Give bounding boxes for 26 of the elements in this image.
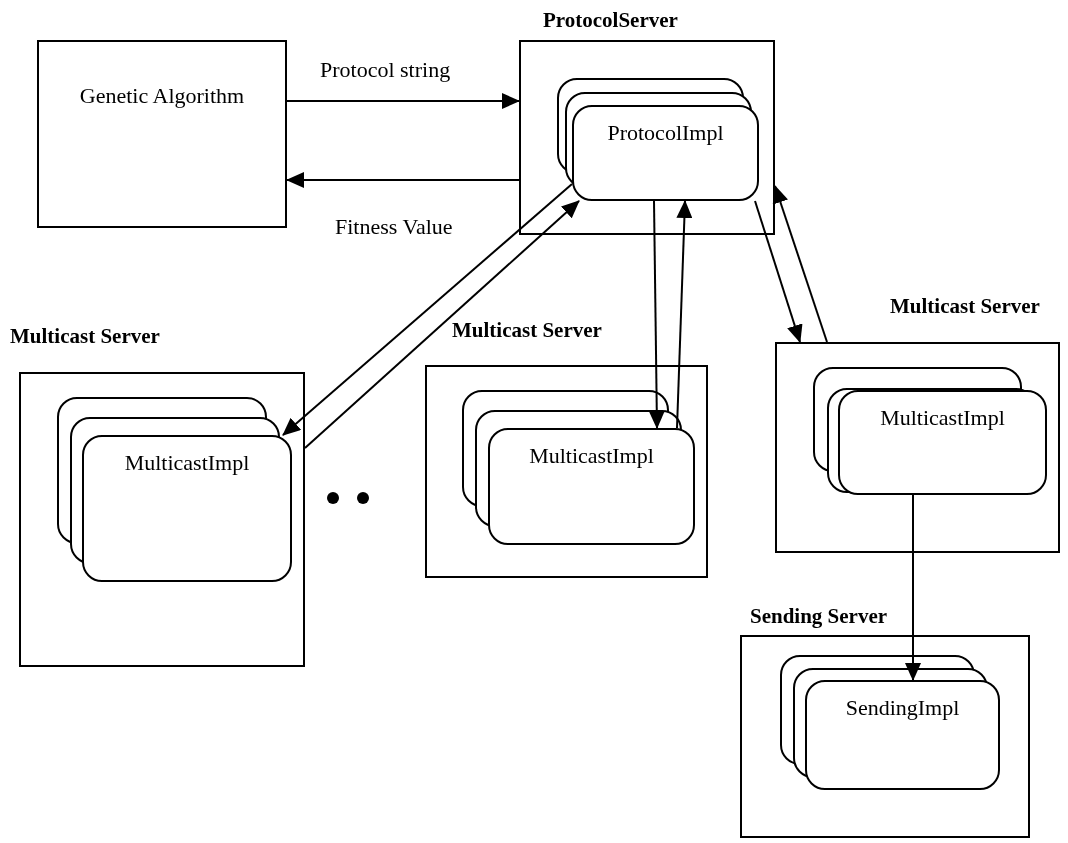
card-label: MulticastImpl (529, 442, 654, 470)
server-title: ProtocolServer (543, 10, 678, 31)
arrow (772, 185, 828, 343)
arrow (648, 200, 665, 429)
card-label: MulticastImpl (124, 449, 250, 477)
process-box (37, 40, 287, 228)
server-title: Sending Server (750, 606, 888, 627)
implementation-card (488, 428, 695, 545)
server-title: Multicast Server (10, 326, 160, 347)
implementation-card (572, 105, 759, 201)
arrow (282, 183, 573, 436)
arrow (286, 93, 520, 109)
card-label: ProtocolImpl (607, 119, 724, 147)
implementation-card (838, 390, 1047, 495)
implementation-card (805, 680, 1000, 790)
card-label: MulticastImpl (880, 404, 1005, 432)
card-label: SendingImpl (845, 694, 960, 722)
arrow (676, 200, 693, 429)
arrow (304, 200, 580, 449)
server-title: Multicast Server (890, 296, 1040, 317)
arrow (286, 172, 520, 188)
arrow (905, 494, 921, 681)
arrow (754, 200, 803, 343)
implementation-card (82, 435, 292, 582)
box-label: Genetic Algorithm (79, 82, 245, 110)
server-title: Multicast Server (452, 320, 602, 341)
